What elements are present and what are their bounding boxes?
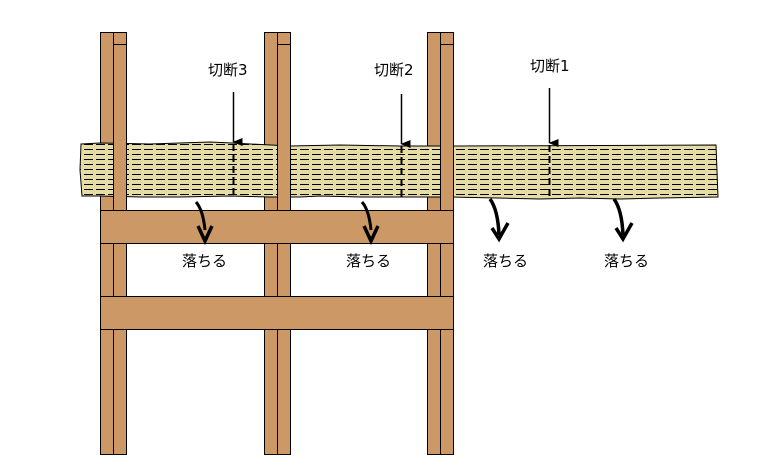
curved-arrow-icon (360, 201, 373, 231)
beam-lower (100, 296, 454, 330)
fall-4: 落ちる (604, 197, 649, 270)
cut-1: 切断1 (530, 57, 570, 197)
curved-arrow-icon (612, 197, 625, 236)
fall-label: 落ちる (182, 252, 227, 270)
beam-upper (100, 210, 454, 244)
fall-3: 落ちる (483, 197, 528, 270)
cut-label: 切断2 (374, 61, 414, 79)
cut-label: 切断1 (530, 57, 570, 75)
curved-arrow-icon (194, 201, 207, 231)
cut-3: 切断3 (208, 61, 248, 196)
curved-arrow-icon (488, 197, 501, 236)
slab (79, 141, 719, 200)
cut-2: 切断2 (374, 61, 414, 197)
fall-2: 落ちる (346, 201, 391, 270)
fall-1: 落ちる (182, 201, 227, 270)
fall-label: 落ちる (346, 252, 391, 270)
fall-label: 落ちる (483, 252, 528, 270)
cut-label: 切断3 (208, 61, 248, 79)
fall-label: 落ちる (604, 252, 649, 270)
